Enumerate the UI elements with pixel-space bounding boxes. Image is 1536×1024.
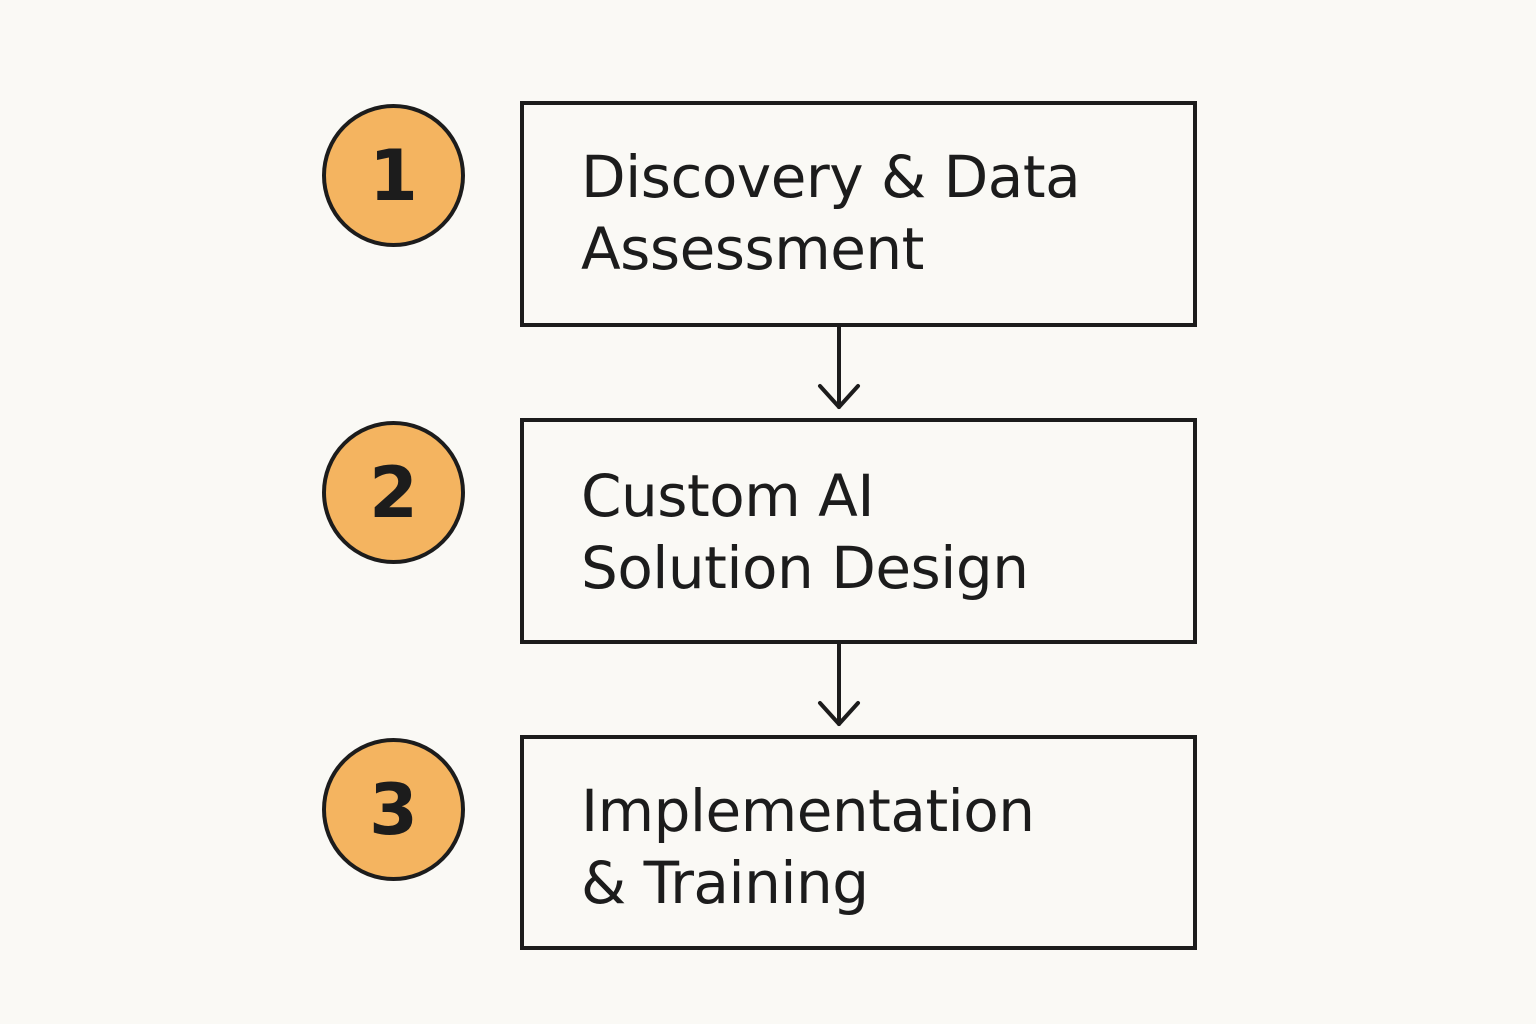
step-1-box: Discovery & Data Assessment bbox=[520, 101, 1197, 327]
step-3-box: Implementation & Training bbox=[520, 735, 1197, 950]
step-2-label: Custom AI Solution Design bbox=[581, 462, 1029, 602]
step-2-number-badge: 2 bbox=[322, 421, 465, 564]
arrow-down-icon bbox=[818, 642, 860, 726]
arrow-down-icon bbox=[818, 325, 860, 409]
step-1-label: Discovery & Data Assessment bbox=[581, 143, 1081, 283]
step-3-number-badge: 3 bbox=[322, 738, 465, 881]
step-2-box: Custom AI Solution Design bbox=[520, 418, 1197, 644]
step-1-number: 1 bbox=[369, 134, 418, 217]
step-3-number: 3 bbox=[369, 768, 418, 851]
step-3-label: Implementation & Training bbox=[581, 777, 1035, 917]
step-2-number: 2 bbox=[369, 451, 418, 534]
step-1-number-badge: 1 bbox=[322, 104, 465, 247]
